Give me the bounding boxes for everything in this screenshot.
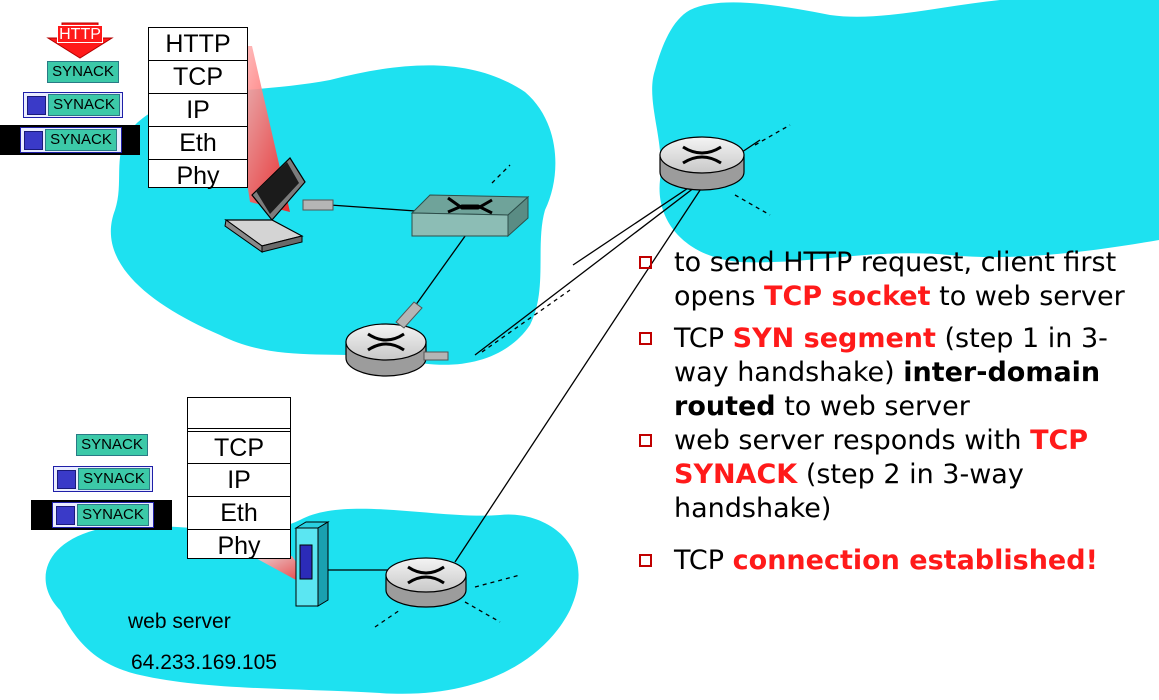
- segment-tag: SYNACK: [47, 61, 119, 83]
- laptop-icon: [224, 157, 334, 253]
- stack-layer-tcp: TCP: [188, 431, 290, 464]
- segment-tag: SYNACK: [48, 94, 120, 116]
- server-name-label: web server: [128, 610, 231, 633]
- isp-network-cloud: [652, 0, 1159, 263]
- server-ip-label: 64.233.169.105: [131, 651, 277, 674]
- ethernet-frame-tag: SYNACK: [31, 500, 172, 530]
- emphasis-text: inter-domain routed: [674, 357, 1101, 422]
- bullet-box-icon: [639, 332, 652, 345]
- bullet-box-icon: [639, 256, 652, 269]
- stack-layer-http: HTTP: [149, 28, 247, 61]
- network-links: [315, 124, 791, 628]
- bullet-item: TCP SYN segment (step 1 in 3-way handsha…: [632, 322, 1157, 424]
- stack-layer-phy: Phy: [217, 532, 261, 560]
- router-icon: [385, 557, 467, 608]
- stack-layer-tcp: TCP: [149, 61, 247, 94]
- server-protocol-stack: TCP IP Eth Phy: [187, 397, 291, 560]
- highlight-text: TCP SYNACK: [674, 425, 1089, 490]
- stack-layer-phy: Phy: [176, 162, 220, 190]
- stack-layer-app: [188, 398, 290, 429]
- bullet-item: TCP connection established!: [632, 544, 1157, 578]
- ip-header-block: [57, 470, 76, 489]
- http-tag: HTTP: [57, 25, 103, 43]
- segment-tag: SYNACK: [76, 434, 148, 456]
- segment-tag: SYNACK: [77, 504, 149, 526]
- bullet-box-icon: [639, 434, 652, 447]
- ip-datagram-tag: SYNACK: [23, 92, 123, 118]
- highlight-text: SYN segment: [732, 323, 936, 354]
- router-icon: [345, 301, 449, 377]
- switch-icon: [410, 194, 530, 238]
- bullet-item: to send HTTP request, client first opens…: [632, 246, 1157, 314]
- router-icon: [659, 136, 745, 191]
- server-icon: [294, 521, 330, 607]
- bullet-box-icon: [639, 554, 652, 567]
- link-router-isp: [474, 167, 721, 356]
- explanation-bullets: to send HTTP request, client first opens…: [632, 246, 1157, 578]
- stack-layer-eth: Eth: [149, 127, 247, 160]
- ip-datagram-tag: SYNACK: [20, 127, 122, 153]
- stack-layer-ip: IP: [149, 94, 247, 127]
- ip-header-block: [24, 131, 43, 150]
- highlight-text: TCP socket: [764, 281, 931, 312]
- link-server-router-isp: [454, 171, 713, 563]
- link-laptop-switch: [329, 204, 431, 213]
- ip-datagram-tag: SYNACK: [52, 502, 154, 528]
- stack-layer-ip: IP: [188, 464, 290, 497]
- client-protocol-stack: HTTP TCP IP Eth Phy: [148, 27, 248, 190]
- highlight-text: connection established!: [732, 545, 1098, 576]
- segment-tag: SYNACK: [78, 468, 150, 490]
- segment-tag: SYNACK: [45, 129, 117, 151]
- ip-header-block: [27, 96, 46, 115]
- ethernet-frame-tag: SYNACK: [0, 125, 140, 155]
- stack-layer-eth: Eth: [188, 497, 290, 530]
- ip-header-block: [56, 506, 75, 525]
- ip-datagram-tag: SYNACK: [53, 466, 153, 492]
- bullet-item: web server responds with TCP SYNACK (ste…: [632, 424, 1157, 526]
